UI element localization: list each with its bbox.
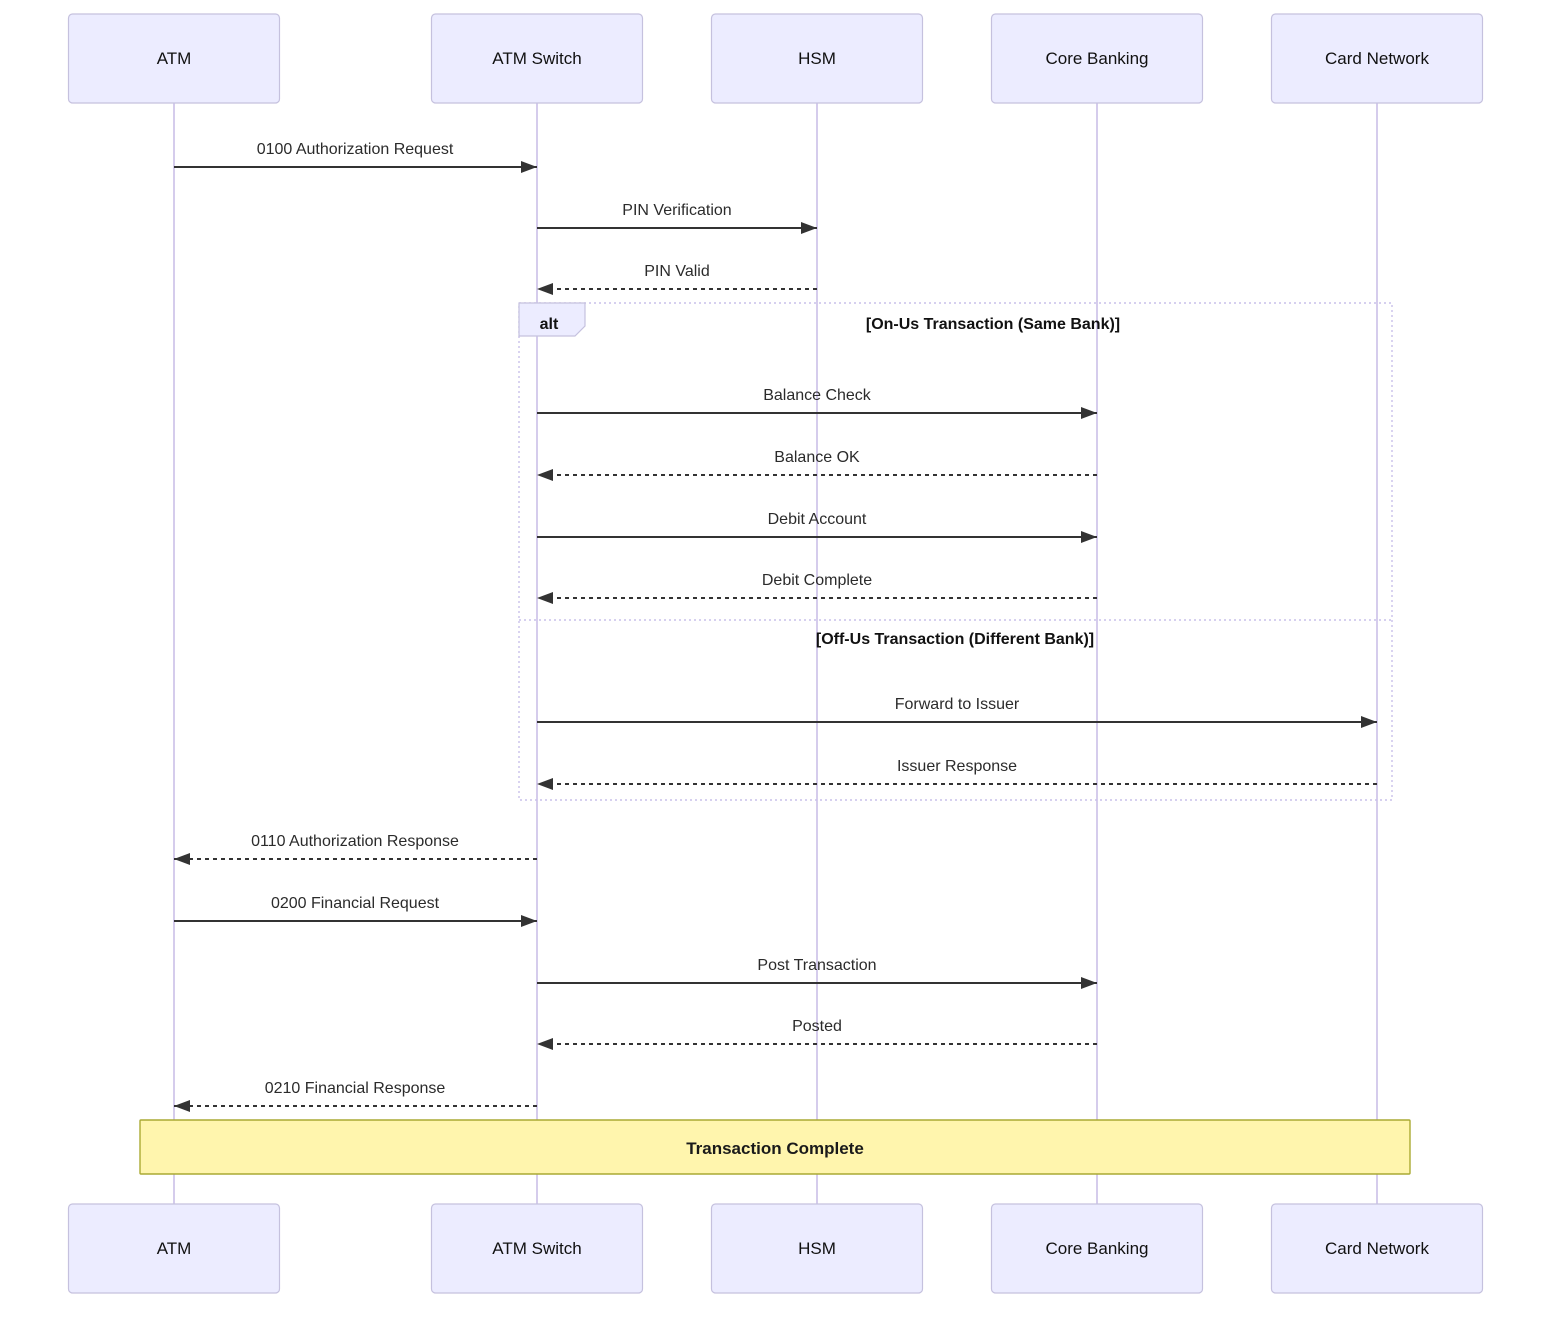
participant-label: Card Network (1325, 49, 1429, 68)
participant-core-banking-top: Core Banking (990, 13, 1204, 104)
participant-card-network-bottom: Card Network (1270, 1203, 1484, 1294)
participant-label: ATM (157, 49, 192, 68)
message-label: PIN Valid (644, 263, 710, 280)
message-label: 0200 Financial Request (271, 895, 440, 912)
alt-condition-on-us: [On-Us Transaction (Same Bank)] (866, 316, 1120, 333)
participants-top: ATM ATM Switch HSM Core Banking Card Net… (67, 13, 1484, 104)
lifelines (173, 103, 1378, 1204)
message-pin-verification: PIN Verification (537, 202, 817, 234)
message-label: 0100 Authorization Request (257, 141, 454, 158)
message-label: Posted (792, 1018, 842, 1035)
message-debit-complete: Debit Complete (537, 572, 1097, 604)
message-label: 0110 Authorization Response (251, 833, 459, 850)
alt-block: alt [On-Us Transaction (Same Bank)] [Off… (518, 302, 1393, 801)
participants-bottom: ATM ATM Switch HSM Core Banking Card Net… (67, 1203, 1484, 1294)
message-label: Forward to Issuer (895, 696, 1020, 713)
participant-label: Core Banking (1045, 49, 1148, 68)
note-transaction-complete: Transaction Complete (139, 1119, 1411, 1175)
message-label: Issuer Response (897, 758, 1017, 775)
alt-tag: alt (540, 316, 559, 333)
participant-label: ATM Switch (492, 49, 581, 68)
participant-label: HSM (798, 1239, 836, 1258)
message-debit-account: Debit Account (537, 511, 1097, 543)
participant-hsm-bottom: HSM (710, 1203, 924, 1294)
message-post-transaction: Post Transaction (537, 957, 1097, 989)
message-label: 0210 Financial Response (265, 1080, 446, 1097)
message-issuer-response: Issuer Response (537, 758, 1377, 790)
message-label: PIN Verification (622, 202, 731, 219)
message-forward-to-issuer: Forward to Issuer (537, 696, 1377, 728)
message-pin-valid: PIN Valid (537, 263, 817, 295)
message-label: Balance Check (763, 387, 872, 404)
participant-label: Core Banking (1045, 1239, 1148, 1258)
message-label: Debit Complete (762, 572, 872, 589)
participant-label: ATM (157, 1239, 192, 1258)
participant-label: ATM Switch (492, 1239, 581, 1258)
message-0110-authorization-response: 0110 Authorization Response (174, 833, 537, 865)
participant-atm-top: ATM (67, 13, 281, 104)
message-balance-ok: Balance OK (537, 449, 1097, 481)
message-0210-financial-response: 0210 Financial Response (174, 1080, 537, 1112)
message-posted: Posted (537, 1018, 1097, 1050)
participant-hsm-top: HSM (710, 13, 924, 104)
participant-atm-switch-top: ATM Switch (430, 13, 644, 104)
message-label: Post Transaction (757, 957, 876, 974)
alt-condition-off-us: [Off-Us Transaction (Different Bank)] (816, 631, 1094, 648)
message-balance-check: Balance Check (537, 387, 1097, 419)
participant-core-banking-bottom: Core Banking (990, 1203, 1204, 1294)
message-0100-authorization-request: 0100 Authorization Request (174, 141, 537, 173)
message-0200-financial-request: 0200 Financial Request (174, 895, 537, 927)
participant-label: HSM (798, 49, 836, 68)
participant-atm-switch-bottom: ATM Switch (430, 1203, 644, 1294)
participant-atm-bottom: ATM (67, 1203, 281, 1294)
note-label: Transaction Complete (686, 1139, 864, 1158)
participant-card-network-top: Card Network (1270, 13, 1484, 104)
message-label: Balance OK (774, 449, 860, 466)
participant-label: Card Network (1325, 1239, 1429, 1258)
message-label: Debit Account (768, 511, 867, 528)
